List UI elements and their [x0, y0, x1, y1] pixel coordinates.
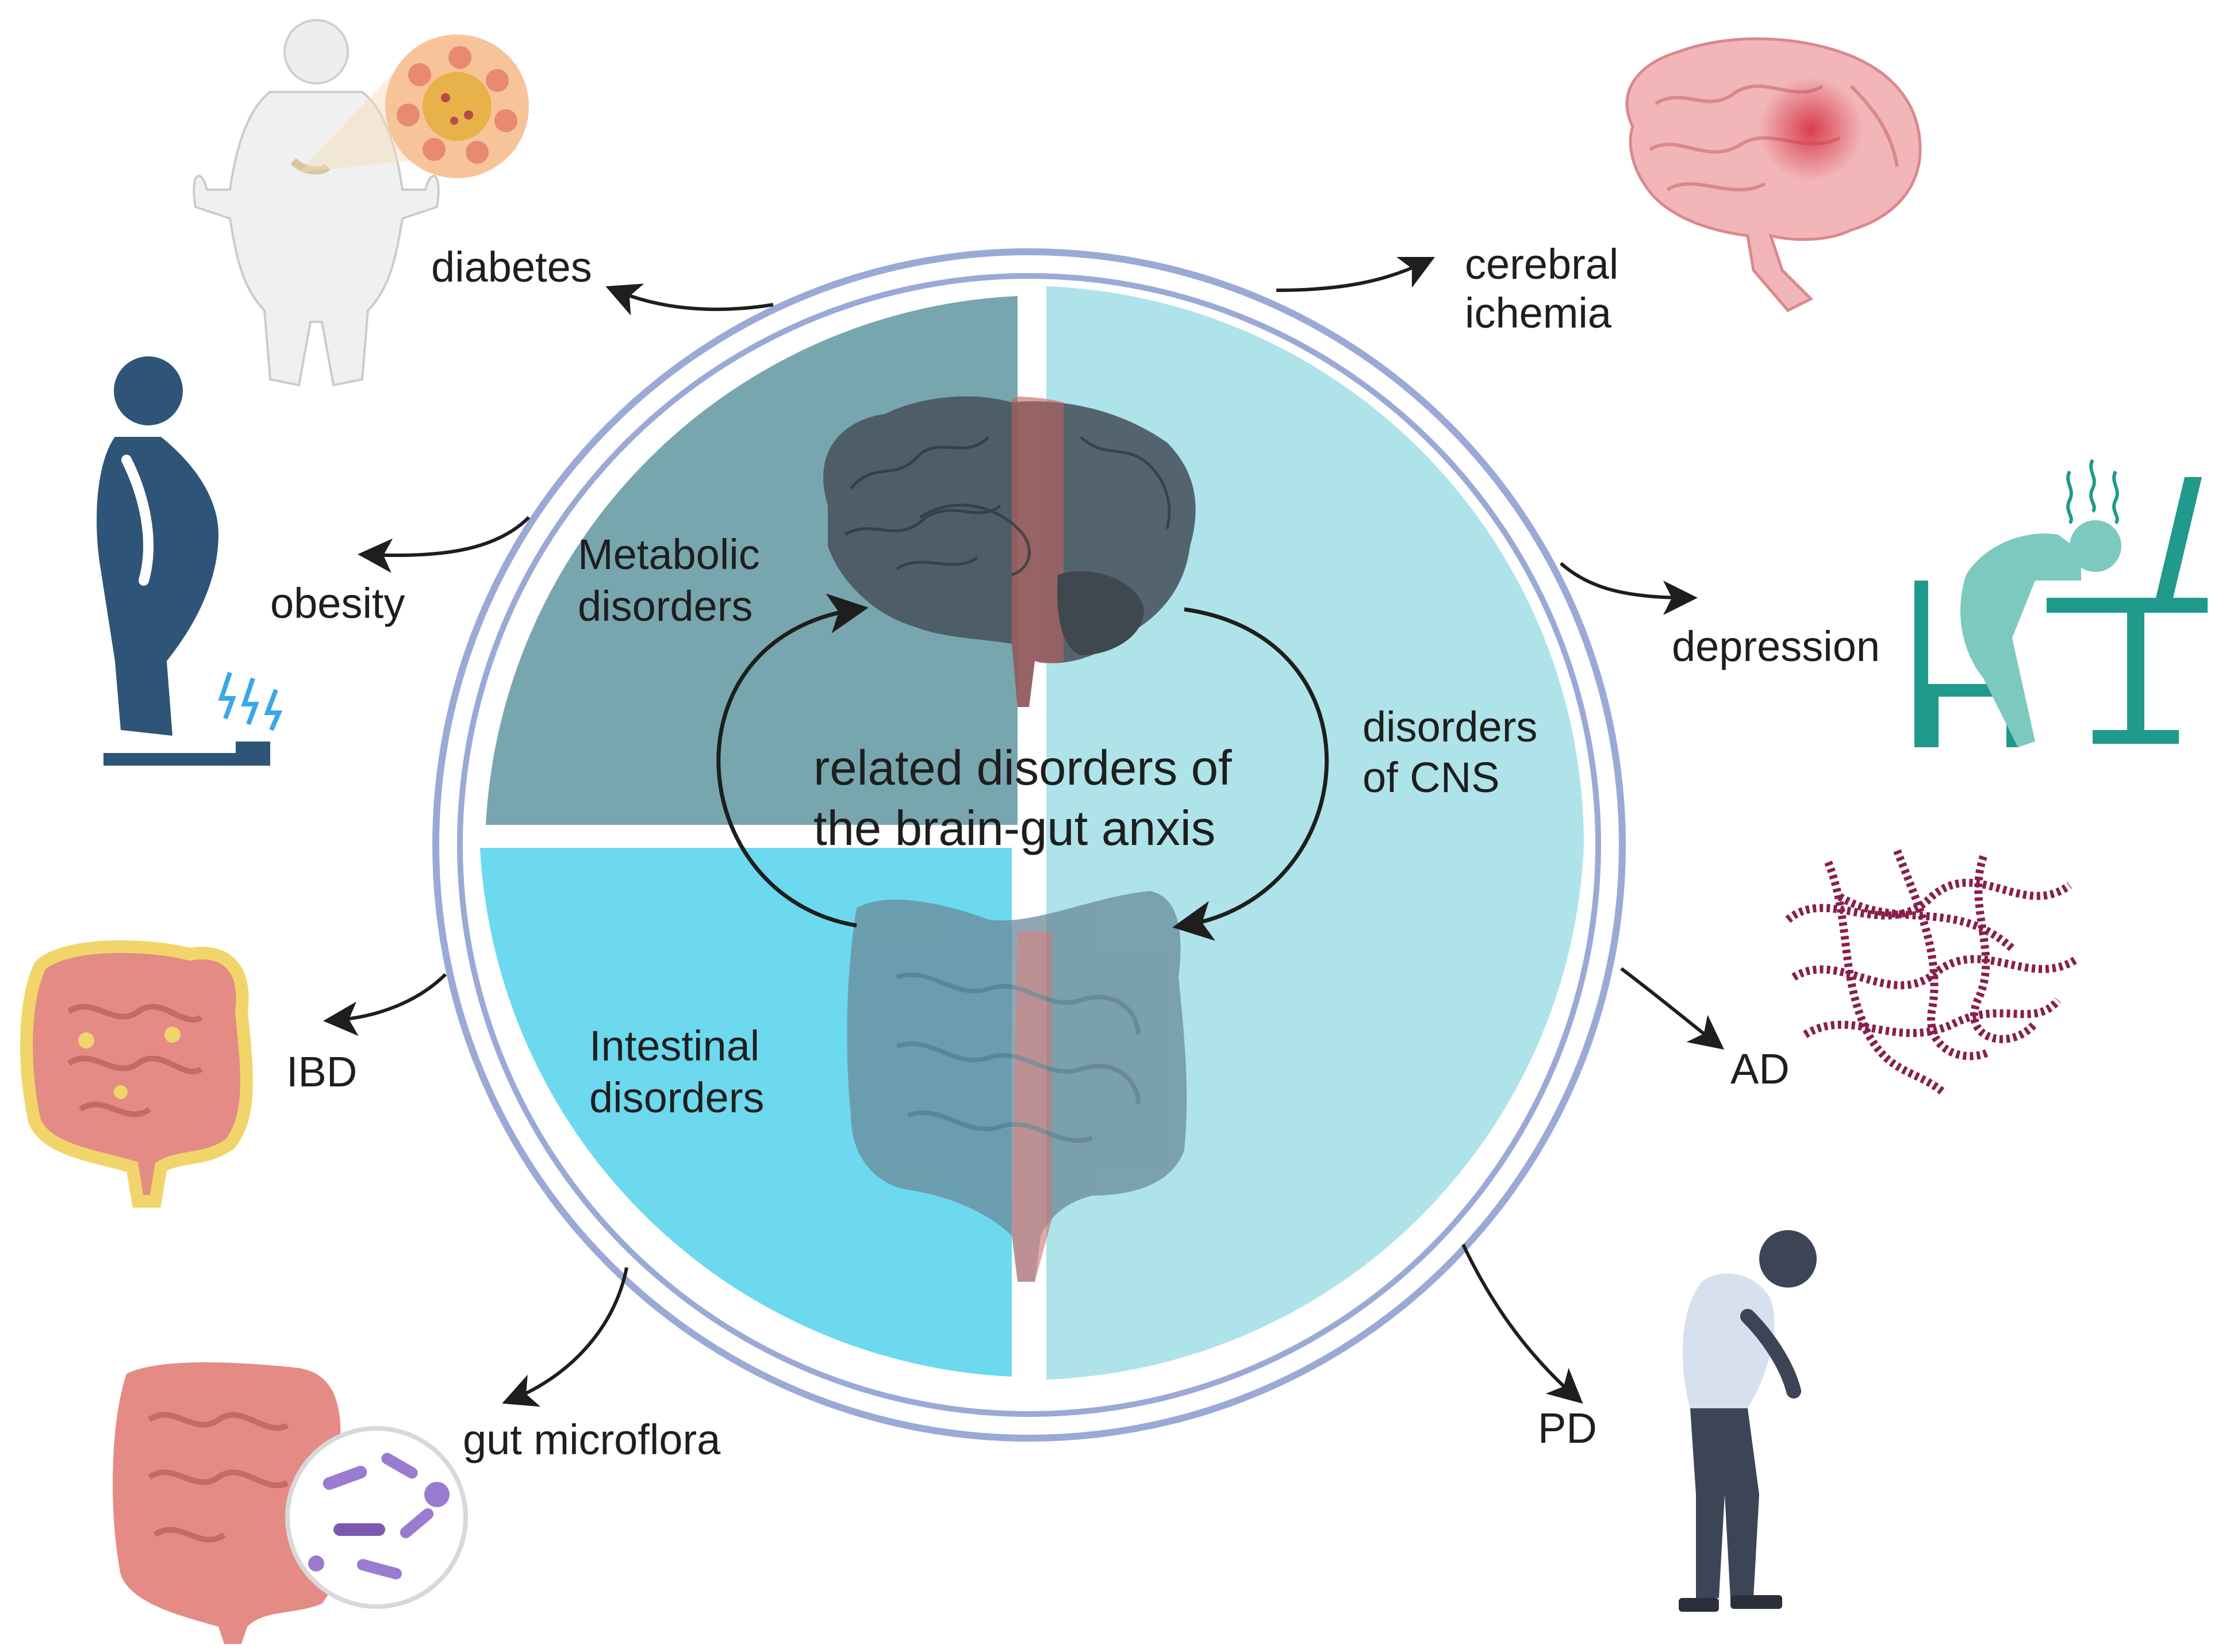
brain-highlight	[1012, 397, 1064, 707]
label-diabetes: diabetes	[431, 243, 592, 291]
cycle-arrow-right	[1172, 607, 1329, 941]
arrow-obesity	[358, 516, 531, 573]
brain-cerebellum	[1057, 571, 1144, 655]
gut-microflora-illustration	[113, 1362, 468, 1644]
cycle-arrows	[716, 593, 1329, 941]
arrow-ibd	[323, 973, 447, 1036]
outer-ring	[432, 248, 1626, 1442]
cycle-arrow-left	[716, 593, 869, 928]
cns-label-line2: of CNS	[1363, 754, 1500, 801]
lightning-icon	[218, 671, 236, 720]
intestinal-label-line1: Intestinal	[589, 1022, 759, 1070]
depression-person-illustration	[1914, 459, 2208, 747]
arrow-gut-microflora	[502, 1267, 628, 1407]
ibd-intestine-illustration	[20, 940, 253, 1208]
gut-highlight	[1012, 931, 1052, 1282]
inner-ring	[457, 273, 1601, 1417]
metabolic-label-line1: Metabolic	[578, 531, 760, 578]
central-brain	[823, 396, 1196, 707]
arrow-ad	[1620, 967, 1725, 1050]
obesity-figure-illustration	[97, 356, 283, 766]
cns-label-line1: disorders	[1363, 703, 1537, 751]
ischemia-spot	[1759, 78, 1863, 181]
metabolic-label-line2: disorders	[578, 582, 753, 630]
center-title-line1: related disorders of	[813, 741, 1232, 796]
arrow-cerebral	[1276, 256, 1436, 292]
label-obesity: obesity	[270, 579, 405, 627]
label-depression: depression	[1672, 623, 1880, 670]
arrow-diabetes	[605, 283, 774, 316]
label-cerebral-line1: cerebral	[1465, 240, 1618, 288]
outward-arrows	[323, 256, 1725, 1407]
label-ibd: IBD	[286, 1048, 357, 1096]
label-pd: PD	[1538, 1404, 1597, 1452]
arrow-pd	[1461, 1243, 1583, 1404]
label-cerebral-line2: ichemia	[1465, 289, 1612, 337]
magnifier	[285, 1426, 468, 1609]
label-gut-microflora: gut microflora	[463, 1416, 721, 1463]
diabetes-body-illustration	[193, 19, 529, 387]
scale	[103, 753, 270, 766]
pd-elderly-man-illustration	[1679, 1230, 1817, 1612]
arrow-depression	[1560, 562, 1698, 615]
label-ad: AD	[1730, 1045, 1790, 1093]
intestinal-label-line2: disorders	[589, 1074, 764, 1121]
amyloid-plaque-illustration	[1785, 849, 2078, 1096]
cerebral-ischemia-brain-illustration	[1625, 37, 1922, 313]
center-title-line2: the brain-gut anxis	[813, 801, 1215, 856]
brain-folds	[844, 436, 1171, 577]
central-gut	[847, 891, 1187, 1282]
